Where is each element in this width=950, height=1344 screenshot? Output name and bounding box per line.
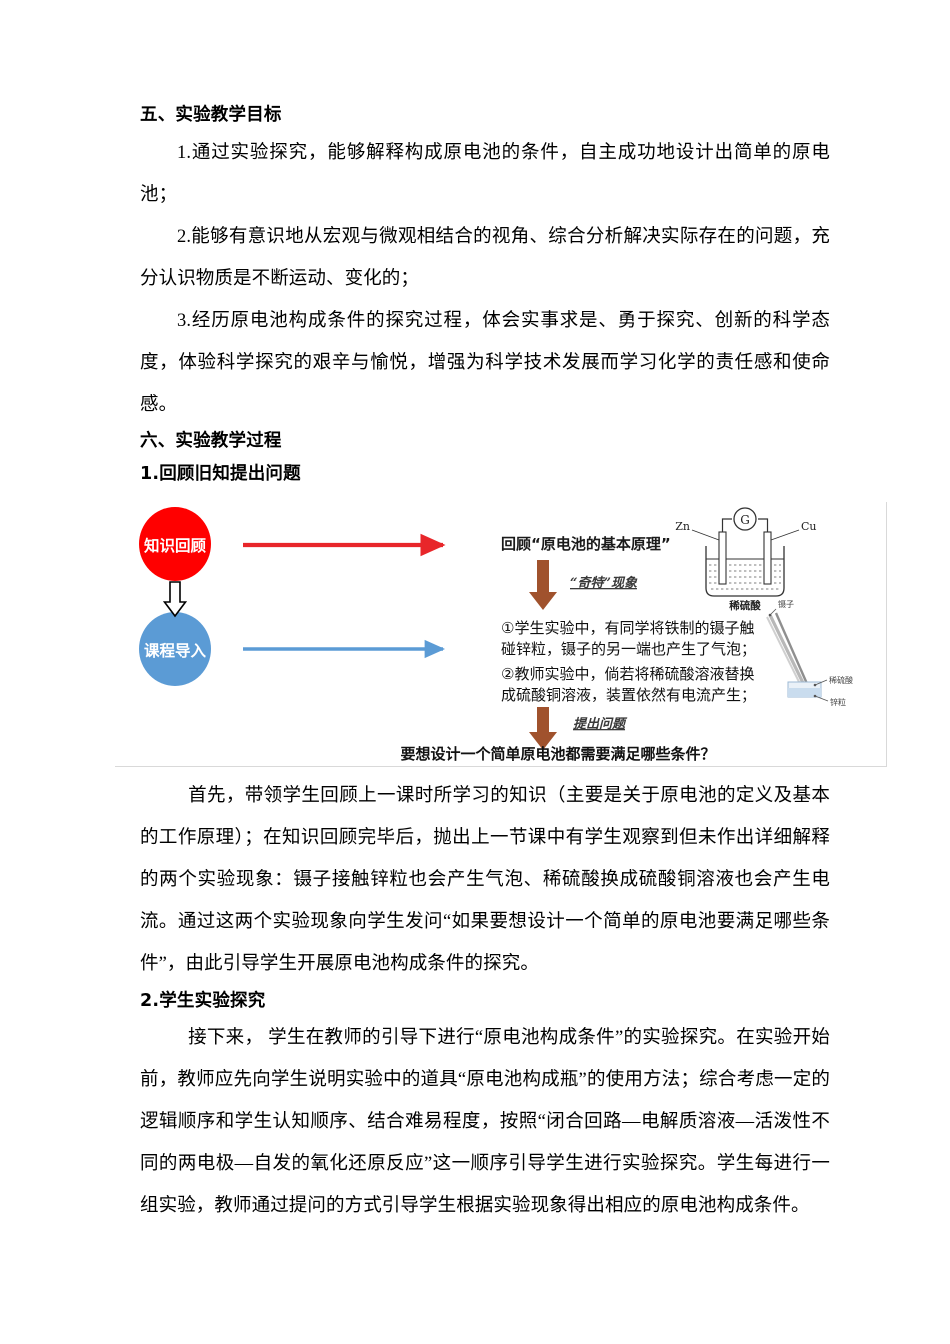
heading-experiment-process: 六、实验教学过程 bbox=[140, 431, 282, 451]
objective-item-1: 1.通过实验探究，能够解释构成原电池的条件，自主成功地设计出简单的原电池； bbox=[140, 143, 830, 205]
tweezer-label-dilute-acid: 稀硫酸 bbox=[829, 675, 853, 685]
node-knowledge-review-label: 知识回顾 bbox=[144, 536, 207, 555]
diagram-item-2-line-1: ②教师实验中，倘若将稀硫酸溶液替换 bbox=[501, 665, 754, 683]
brown-arrow-strange-phenomenon bbox=[529, 560, 557, 610]
label-strange-phenomenon: “奇特”现象 bbox=[570, 575, 638, 591]
tweezer-label-zinc-granule: 锌粒 bbox=[830, 697, 846, 707]
tweezers-illustration bbox=[766, 608, 829, 702]
cell-solution-label: 稀硫酸 bbox=[729, 599, 761, 612]
flow-title-text: 回顾“原电池的基本原理” bbox=[501, 535, 671, 553]
process-paragraph-2: 接下来， 学生在教师的引导下进行“原电池构成条件”的实验探究。在实验开始前，教师… bbox=[140, 1028, 830, 1216]
diagram-item-1-line-1: ①学生实验中，有同学将铁制的镊子触 bbox=[501, 619, 754, 637]
diagram-conclusion-text: 要想设计一个简单原电池都需要满足哪些条件？ bbox=[400, 745, 715, 763]
diagram-item-2-line-2: 成硫酸铜溶液，装置依然有电流产生； bbox=[501, 686, 756, 704]
galvanic-cell-illustration bbox=[705, 507, 785, 597]
node-knowledge-review-circle bbox=[139, 507, 211, 581]
objective-item-2: 2.能够有意识地从宏观与微观相结合的视角、综合分析解决实际存在的问题，充分认识物… bbox=[140, 227, 830, 289]
brown-arrow-pose-question bbox=[529, 707, 557, 750]
diagram-item-1-line-2: 碰锌粒，镊子的另一端也产生了气泡； bbox=[501, 640, 756, 658]
electrode-cu-label: Cu bbox=[801, 520, 817, 533]
galvanometer-label: G bbox=[740, 513, 750, 527]
heading-student-experiment-inquiry: 2.学生实验探究 bbox=[140, 991, 266, 1011]
electrode-zn-label: Zn bbox=[675, 520, 690, 533]
node-course-intro-circle bbox=[139, 612, 211, 686]
label-pose-question: 提出问题 bbox=[573, 716, 628, 732]
cu-leader-line bbox=[770, 529, 800, 541]
teaching-flow-diagram: 知识回顾 课程导入 回顾“原电池的基本原理” bbox=[115, 502, 887, 767]
node-course-intro-label: 课程导入 bbox=[144, 642, 207, 660]
objective-item-3: 3.经历原电池构成条件的探究过程，体会实事求是、勇于探究、创新的科学态度，体验科… bbox=[140, 311, 830, 415]
heading-experiment-objectives: 五、实验教学目标 bbox=[140, 105, 282, 125]
heading-review-old-knowledge: 1.回顾旧知提出问题 bbox=[140, 464, 301, 484]
process-paragraph-1: 首先，带领学生回顾上一课时所学习的知识（主要是关于原电池的定义及基本的工作原理）… bbox=[140, 786, 830, 974]
page-content: 五、实验教学目标 1.通过实验探究，能够解释构成原电池的条件，自主成功地设计出简… bbox=[115, 100, 887, 1227]
vertical-hollow-arrow bbox=[162, 581, 188, 618]
flow-diagram-svg: 知识回顾 课程导入 回顾“原电池的基本原理” bbox=[139, 507, 853, 763]
zn-leader-line bbox=[691, 529, 720, 541]
tweezer-label-tweezers: 镊子 bbox=[778, 599, 794, 609]
